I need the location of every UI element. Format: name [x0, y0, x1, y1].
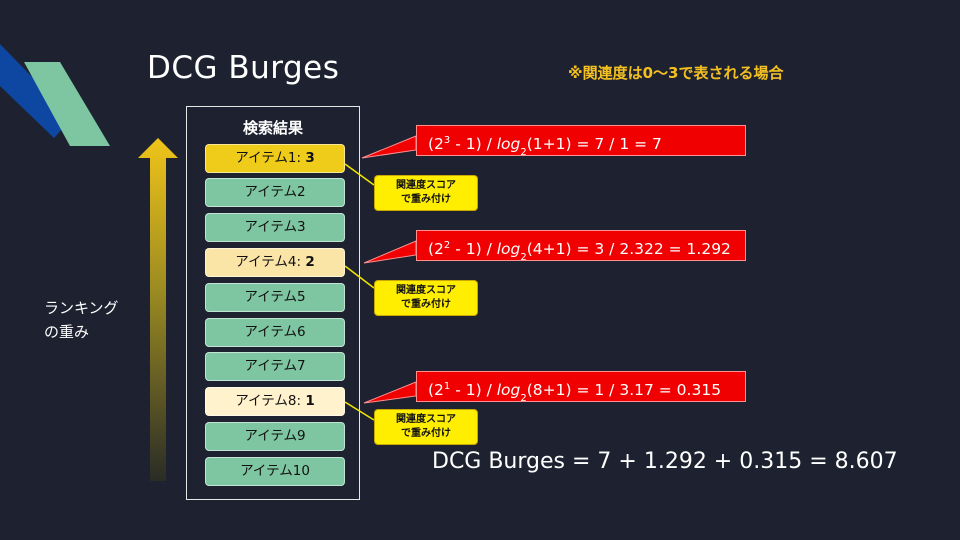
result-item-7: アイテム7: [205, 352, 345, 381]
item-label: アイテム3: [244, 219, 306, 235]
equation-item-4: (22 - 1) / log2(4+1) = 3 / 2.322 = 1.292: [416, 230, 746, 263]
eq-mid: - 1) /: [450, 135, 497, 153]
ranking-weight-label-line2: の重み: [44, 323, 90, 341]
eq-open: (2: [428, 240, 444, 258]
result-item-6: アイテム6: [205, 318, 345, 347]
item-score: 2: [305, 254, 315, 270]
eq-exponent: 3: [443, 135, 451, 146]
callout-line1: 関連度スコア: [396, 180, 456, 191]
result-item-8: アイテム8: 1: [205, 387, 345, 416]
relevance-note: ※関連度は0～3で表される場合: [568, 64, 784, 82]
item-label: アイテム9: [244, 428, 306, 444]
item-label: アイテム8:: [235, 393, 306, 409]
callout-line1: 関連度スコア: [396, 414, 456, 425]
eq-exponent: 1: [443, 381, 451, 392]
callout-line1: 関連度スコア: [396, 285, 456, 296]
eq-mid: - 1) /: [450, 381, 497, 399]
search-results-panel: [186, 106, 360, 500]
callout-line2: で重み付け: [401, 194, 451, 205]
equation-item-8: (21 - 1) / log2(8+1) = 1 / 3.17 = 0.315: [416, 371, 746, 404]
result-item-4: アイテム4: 2: [205, 248, 345, 277]
equation-item-1: (23 - 1) / log2(1+1) = 7 / 1 = 7: [416, 125, 746, 158]
weight-callout-3: 関連度スコア で重み付け: [374, 409, 478, 445]
item-label: アイテム7: [244, 358, 306, 374]
item-label: アイテム1:: [235, 150, 306, 166]
corner-decoration: [0, 44, 110, 146]
callout-line2: で重み付け: [401, 428, 451, 439]
item-label: アイテム4:: [235, 254, 306, 270]
ranking-weight-arrow: [138, 138, 178, 481]
eq-rest: (8+1) = 1 / 3.17 = 0.315: [526, 381, 722, 399]
ranking-weight-label: ランキング の重み: [44, 296, 119, 344]
eq-base: 2: [520, 393, 527, 404]
dcg-total: DCG Burges = 7 + 1.292 + 0.315 = 8.607: [432, 449, 898, 474]
weight-callout-2: 関連度スコア で重み付け: [374, 280, 478, 316]
item-label: アイテム2: [244, 184, 306, 200]
result-item-9: アイテム9: [205, 422, 345, 451]
result-item-1: アイテム1: 3: [205, 144, 345, 173]
eq-rest: (1+1) = 7 / 1 = 7: [526, 135, 662, 153]
eq-log: log: [496, 381, 521, 399]
item-label: アイテム10: [240, 463, 310, 479]
result-item-3: アイテム3: [205, 213, 345, 242]
item-label: アイテム6: [244, 324, 306, 340]
result-item-5: アイテム5: [205, 283, 345, 312]
callout-line2: で重み付け: [401, 299, 451, 310]
search-results-title: 検索結果: [242, 119, 303, 137]
page-title: DCG Burges: [147, 50, 340, 86]
eq-log: log: [496, 240, 521, 258]
eq-base: 2: [520, 252, 527, 263]
weight-callout-1: 関連度スコア で重み付け: [374, 175, 478, 211]
eq-open: (2: [428, 135, 444, 153]
result-item-10: アイテム10: [205, 457, 345, 486]
eq-mid: - 1) /: [450, 240, 497, 258]
eq-base: 2: [520, 147, 527, 158]
eq-exponent: 2: [443, 240, 451, 251]
ranking-weight-label-line1: ランキング: [44, 299, 119, 317]
item-label: アイテム5: [244, 289, 306, 305]
result-item-2: アイテム2: [205, 178, 345, 207]
item-score: 1: [305, 393, 315, 409]
eq-log: log: [496, 135, 521, 153]
item-score: 3: [305, 150, 315, 166]
eq-rest: (4+1) = 3 / 2.322 = 1.292: [526, 240, 731, 258]
eq-open: (2: [428, 381, 444, 399]
